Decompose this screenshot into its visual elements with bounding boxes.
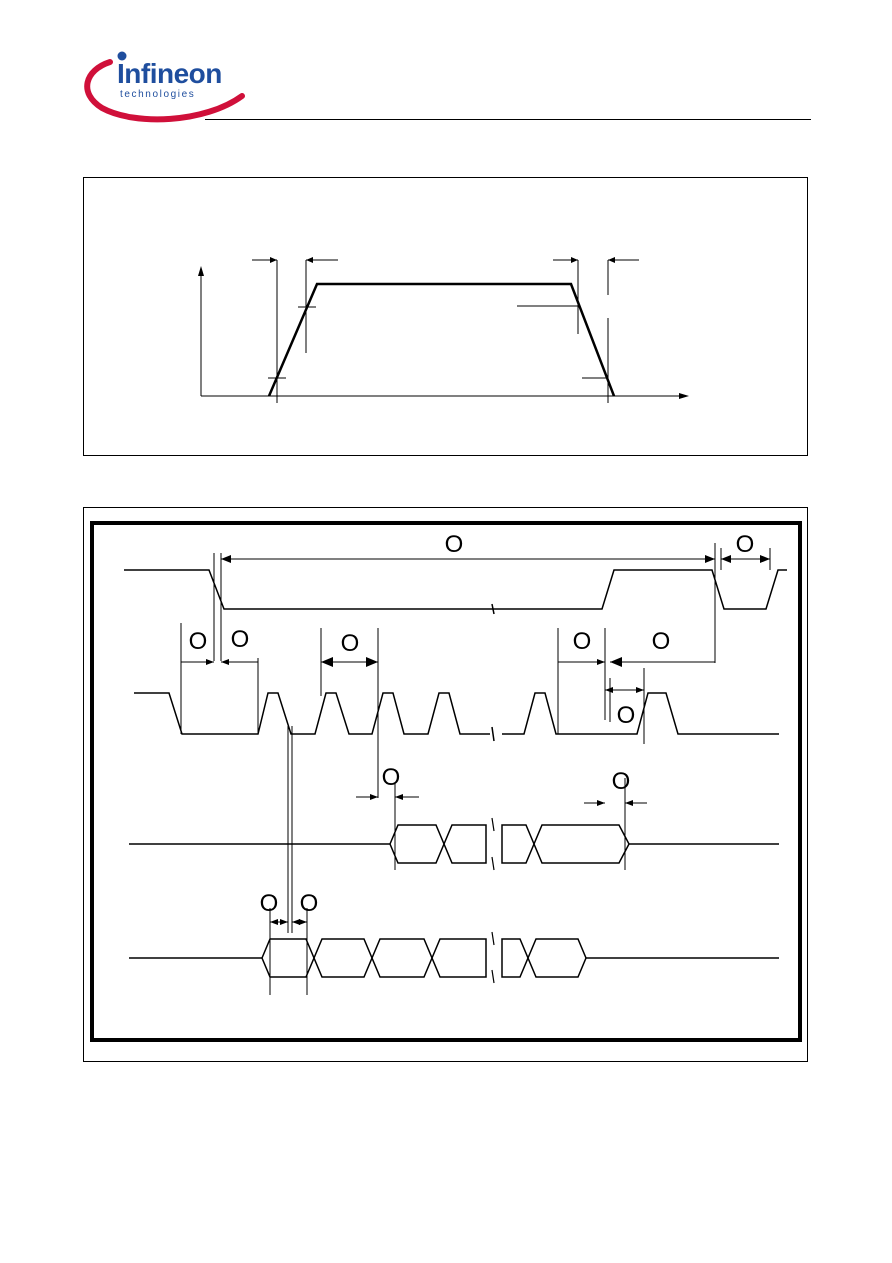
timing-label: O bbox=[189, 628, 208, 655]
output-bus-cell bbox=[389, 824, 445, 864]
timing-label: O bbox=[260, 890, 279, 917]
timing-label: O bbox=[652, 628, 671, 655]
timing-label: O bbox=[300, 890, 319, 917]
strobe-signal bbox=[124, 569, 787, 610]
timing-label: O bbox=[341, 630, 360, 657]
infineon-logo: Infineon technologies bbox=[80, 48, 250, 124]
timing-label: O bbox=[736, 531, 755, 558]
timing-label: O bbox=[445, 531, 464, 558]
header-rule bbox=[205, 119, 811, 120]
waveform-figure bbox=[83, 177, 808, 456]
timing-label: O bbox=[617, 702, 636, 729]
bus-timing-diagram: O O O O O O O O O O O O bbox=[124, 531, 787, 995]
trapezoid-waveform-diagram bbox=[198, 257, 689, 403]
timing-label: O bbox=[573, 628, 592, 655]
page-header: Infineon technologies bbox=[0, 0, 892, 130]
trapezoid-signal bbox=[267, 282, 616, 397]
clock-signal bbox=[134, 692, 490, 735]
logo-subtitle: technologies bbox=[120, 89, 196, 100]
output-bus-cell bbox=[533, 824, 630, 864]
timing-label: O bbox=[231, 626, 250, 653]
timing-label: O bbox=[382, 764, 401, 791]
logo-swoosh-icon bbox=[84, 51, 245, 123]
timing-label: O bbox=[612, 768, 631, 795]
input-bus-cell bbox=[527, 938, 587, 978]
logo-wordmark: Infineon bbox=[117, 58, 222, 89]
timing-figure: O O O O O O O O O O O O bbox=[83, 507, 808, 1062]
timing-frame bbox=[90, 521, 802, 1042]
